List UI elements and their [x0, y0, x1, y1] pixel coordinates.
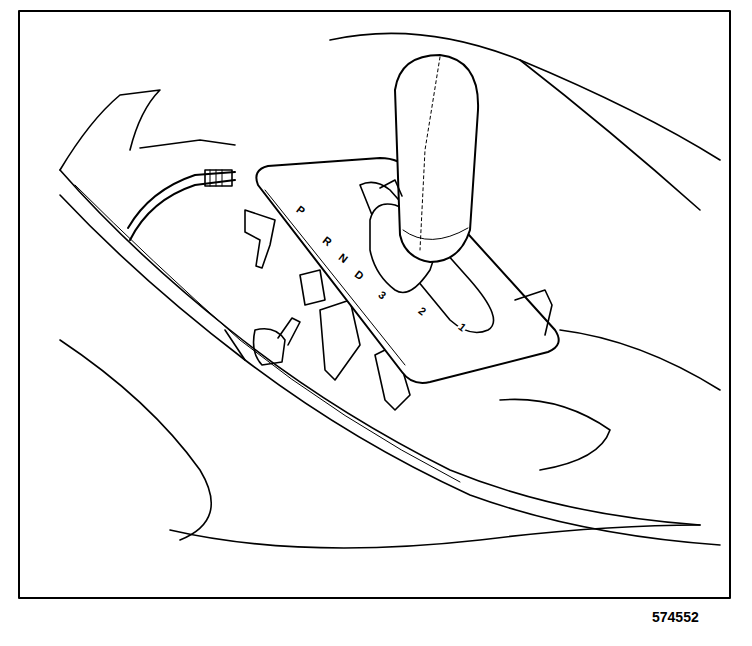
- connector: [278, 318, 300, 345]
- knob-seam: [403, 228, 468, 240]
- cable-end: [210, 170, 222, 186]
- bezel-tab: [515, 290, 552, 335]
- shift-cable: [130, 180, 235, 240]
- bracket: [245, 210, 275, 268]
- seat-cushion: [170, 525, 700, 548]
- bracket: [320, 300, 360, 380]
- console-edge: [60, 170, 700, 525]
- shift-knob: [395, 55, 478, 262]
- seat-cushion: [500, 399, 610, 470]
- seat-back: [330, 33, 720, 160]
- seat-cushion: [560, 330, 720, 390]
- dash-edge: [60, 90, 160, 170]
- dash-edge: [140, 140, 235, 148]
- seat-back: [520, 60, 700, 210]
- seat-cushion: [60, 340, 211, 540]
- figure-frame: [19, 11, 730, 598]
- knob-stitch: [420, 57, 440, 250]
- console-edge: [60, 195, 720, 545]
- release-button: [380, 180, 402, 196]
- bracket: [300, 270, 325, 305]
- shift-cable: [128, 172, 235, 228]
- figure-number: 574552: [652, 610, 699, 624]
- cable-end: [205, 170, 232, 186]
- console-edge: [225, 330, 245, 360]
